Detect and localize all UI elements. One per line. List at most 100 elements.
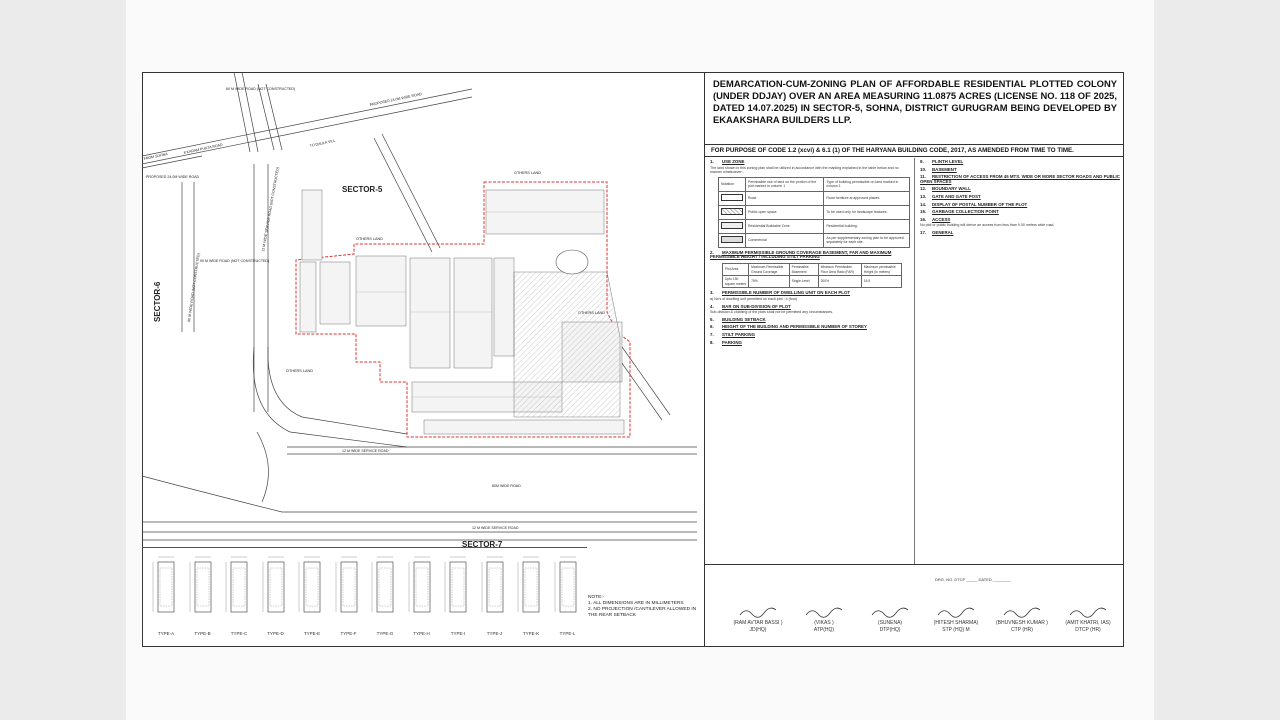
plot-type-label: TYPE-H	[413, 631, 430, 636]
plot-type-outline	[444, 556, 467, 613]
drawing-number: DRG. NO. DTCP _____ DATED ________	[935, 577, 1011, 582]
signature-block: (VIKAS )ATP(HQ)	[791, 605, 857, 633]
signatory-name: (SUNENA)	[877, 620, 903, 626]
drawing-frame	[142, 72, 1124, 647]
signatory-name: (HITESH SHARMA)	[933, 620, 979, 626]
road-label-1: 60 M WIDE ROAD (NOT CONSTRUCTED)	[226, 87, 295, 91]
section-general: 17.GENERAL	[920, 229, 954, 235]
signatory-role: JD(HQ)	[749, 626, 767, 633]
plot-type-outline	[225, 556, 248, 613]
plot-type-label: TYPE-F	[340, 631, 357, 636]
plot-type-7: TYPE-G	[369, 554, 401, 644]
plot-type-3: TYPE-C	[223, 554, 255, 644]
signatory-role: DTP(HQ)	[879, 626, 901, 633]
signature-row: (RAM AVTAR BASSI )JD(HQ)(VIKAS )ATP(HQ)(…	[705, 564, 1123, 646]
plot-type-10: TYPE-J	[479, 554, 511, 644]
plot-type-outline	[335, 556, 357, 613]
signatory-role: ATP(HQ)	[813, 626, 835, 633]
signatory-role: STP (HQ) M	[942, 626, 970, 633]
section-plinth: 9.PLINTH LEVEL	[920, 159, 964, 164]
plot-type-outline	[481, 556, 503, 613]
section-garbage: 15.GARBAGE COLLECTION POINT	[920, 209, 999, 215]
others-land-3: OTHERS LAND	[578, 311, 605, 315]
sector6-label: SECTOR-6	[153, 281, 162, 322]
signatory-name: (AMIT KHATRI, IAS)	[1065, 620, 1111, 626]
plot-type-outline	[408, 556, 430, 613]
plot-type-label: TYPE-K	[522, 631, 540, 636]
plot-type-outline	[371, 556, 394, 613]
purpose-heading: FOR PURPOSE OF CODE 1.2 (xcvi) & 6.1 (1)…	[705, 144, 1123, 157]
site-plan-map: SECTOR-5 SECTOR-6 SECTOR-7 60 M WIDE ROA…	[142, 72, 697, 647]
signatory-name: (BHUVNESH KUMAR )	[996, 620, 1048, 626]
plot-type-label: TYPE-G	[376, 631, 394, 636]
plot-type-11: TYPE-K	[515, 554, 547, 644]
section-use-zone: 1.USE ZONE The land shown in this zoning…	[710, 159, 910, 248]
plot-type-12: TYPE-L	[552, 554, 584, 644]
plot-type-outline	[517, 556, 540, 613]
section-subdivision: 4.BAR ON SUB-DIVISION OF PLOT Sub-divisi…	[710, 303, 834, 315]
plot-type-label: TYPE-A	[157, 631, 175, 636]
others-land-1: OTHERS LAND	[514, 171, 541, 175]
zoning-text-panel: DEMARCATION-CUM-ZONING PLAN OF AFFORDABL…	[704, 72, 1124, 647]
signatory-name: (VIKAS )	[814, 620, 834, 626]
road-label-8: 12 M WIDE SERVICE ROAD (NOT CONSTRUCTED)	[261, 167, 280, 252]
section-gate: 13.GATE AND GATE POST	[920, 193, 981, 199]
signatory-role: DTCP (HR)	[1075, 626, 1101, 633]
road-label-5: FROM SOHNA	[143, 152, 168, 161]
note-2: 2. NO PROJECTION /CANTILEVER ALLOWED IN …	[588, 607, 697, 618]
section-ground-coverage: 2.MAXIMUM PERMISSIBLE GROUND COVERAGE BA…	[710, 250, 909, 289]
plot-type-label: TYPE-E	[303, 631, 321, 636]
regulations-column-right: 9.PLINTH LEVEL 10.BASEMENT 11.RESTRICTIO…	[915, 158, 1125, 241]
plot-type-label: TYPE-L	[559, 631, 576, 636]
sector7-label: SECTOR-7	[462, 540, 503, 549]
plot-type-9: TYPE-I	[442, 554, 474, 644]
signature-scribble	[1069, 607, 1107, 618]
signatory-name: (RAM AVTAR BASSI )	[733, 620, 783, 626]
plot-type-outline	[298, 556, 321, 613]
road-label-7: 90 M WIDE ROAD (NOT CONSTRUCTED)	[200, 259, 269, 263]
signature-block: (BHUVNESH KUMAR )CTP (HR)	[989, 605, 1055, 633]
plot-type-4: TYPE-D	[260, 554, 292, 644]
notes-block: NOTE:- 1. ALL DIMENSIONS ARE IN MILLIMET…	[588, 595, 700, 619]
plot-type-outline	[189, 556, 211, 613]
signature-scribble	[871, 607, 909, 618]
section-height: 6.HEIGHT OF THE BUILDING AND PERMISSIBLE…	[710, 324, 867, 330]
signature-block: (RAM AVTAR BASSI )JD(HQ)	[725, 605, 791, 633]
road-label-11: 12 M WIDE SERVICE ROAD	[472, 526, 519, 530]
plan-title: DEMARCATION-CUM-ZONING PLAN OF AFFORDABL…	[713, 78, 1117, 125]
sector5-label: SECTOR-5	[342, 185, 383, 194]
others-land-4: OTHERS LAND	[286, 369, 313, 373]
plot-type-label: TYPE-J	[486, 631, 503, 636]
signature-scribble	[739, 607, 777, 618]
section-basement: 10.BASEMENT	[920, 166, 957, 172]
signature-scribble	[805, 607, 843, 618]
road-label-9: 12 M WIDE SERVICE ROAD	[342, 449, 389, 453]
plot-type-outline	[262, 556, 284, 613]
section-setback: 5.BUILDING SETBACK	[710, 316, 766, 322]
map-labels: SECTOR-5 SECTOR-6 SECTOR-7 60 M WIDE ROA…	[143, 87, 605, 549]
notes-heading: NOTE:-	[588, 595, 605, 600]
roads	[142, 72, 697, 647]
section-postal-number: 14.DISPLAY OF POSTAL NUMBER OF THE PLOT	[920, 201, 1028, 207]
open-space	[513, 271, 621, 418]
signature-block: (SUNENA)DTP(HQ)	[857, 605, 923, 633]
road-label-6: PROPOSED 24.0M WIDE ROAD	[146, 175, 200, 179]
note-1: 1. ALL DIMENSIONS ARE IN MILLIMETERS	[588, 601, 684, 606]
signature-scribble	[937, 607, 975, 618]
plot-type-label: TYPE-D	[267, 631, 284, 636]
plot-type-8: TYPE-H	[406, 554, 438, 644]
regulations-column-left: 1.USE ZONE The land shown in this zoning…	[705, 158, 915, 564]
plot-type-outline	[152, 556, 175, 613]
plot-type-5: TYPE-E	[296, 554, 328, 644]
signature-block: (HITESH SHARMA)STP (HQ) M	[923, 605, 989, 633]
plot-grid-lines	[356, 211, 604, 398]
section-access-restriction: 11.RESTRICTION OF ACCESS FROM 45 MTS. WI…	[920, 174, 1120, 184]
road-label-3: TO DAULA VILL	[309, 139, 335, 148]
road-label-10: 80M WIDE ROAD	[492, 484, 521, 488]
plot-type-6: TYPE-F	[333, 554, 365, 644]
plot-type-label: TYPE-C	[230, 631, 248, 636]
